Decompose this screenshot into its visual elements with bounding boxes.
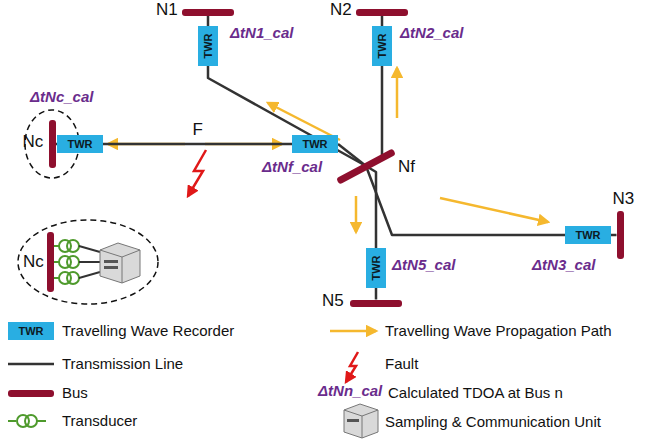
tdoa-label: ΔtN1_cal bbox=[230, 24, 293, 41]
legend-text: Transmission Line bbox=[62, 355, 183, 372]
legend-text: Bus bbox=[62, 384, 88, 401]
bus-name: N1 bbox=[156, 0, 178, 20]
bus-name: Nc bbox=[23, 252, 44, 272]
travelling-wave-recorder: TWR bbox=[198, 26, 218, 66]
tdoa-label: ΔtNn_cal bbox=[318, 382, 382, 399]
bus-bar bbox=[336, 148, 396, 184]
sampling-unit-icon bbox=[100, 243, 140, 283]
legend-text: Transducer bbox=[62, 412, 137, 429]
transmission-line bbox=[103, 143, 292, 146]
transmission-line bbox=[208, 66, 366, 166]
travelling-wave-recorder: TWR bbox=[292, 135, 338, 153]
recorder-label: TWR bbox=[302, 138, 327, 150]
bus: N3 bbox=[617, 211, 624, 259]
legend-line-sample bbox=[8, 363, 54, 366]
legend-unit-sample bbox=[344, 404, 378, 438]
bus: N5 bbox=[350, 300, 402, 307]
transmission-line bbox=[375, 288, 378, 300]
travelling-wave-recorder: TWR bbox=[565, 226, 611, 244]
tdoa-label: ΔtNc_cal bbox=[30, 88, 93, 105]
legend-swatch bbox=[8, 390, 54, 397]
bus-name: Nc bbox=[23, 132, 44, 152]
legend-transducer-sample bbox=[8, 415, 46, 427]
transmission-line bbox=[381, 16, 384, 27]
recorder-label: TWR bbox=[202, 33, 214, 58]
transmission-line bbox=[207, 16, 210, 27]
transmission-line bbox=[366, 66, 382, 166]
legend-text: Fault bbox=[385, 355, 418, 372]
tdoa-label: ΔtNf_cal bbox=[262, 158, 322, 175]
recorder-label: TWR bbox=[370, 255, 382, 280]
fault-point-label: F bbox=[193, 120, 203, 140]
travelling-wave-recorder: TWR bbox=[372, 26, 392, 66]
legend-text: Travelling Wave Propagation Path bbox=[385, 322, 612, 339]
recorder-label: TWR bbox=[67, 138, 92, 150]
transmission-line bbox=[338, 144, 366, 166]
propagation-arrows bbox=[108, 68, 548, 232]
tdoa-label: ΔtN2_cal bbox=[400, 24, 463, 41]
transmission-line bbox=[366, 166, 376, 248]
legend-arrow-sample bbox=[330, 330, 376, 333]
tdoa-label: ΔtN3_cal bbox=[532, 256, 595, 273]
legend-twr-text: TWR bbox=[19, 325, 44, 337]
dashed-outline bbox=[18, 220, 158, 304]
legend-text: Travelling Wave Recorder bbox=[62, 322, 234, 339]
bus-name: Nf bbox=[398, 157, 415, 177]
bus-name: N5 bbox=[322, 291, 344, 311]
legend-twr-sample bbox=[8, 322, 54, 340]
transmission-line bbox=[611, 234, 617, 237]
transducer-symbol bbox=[54, 240, 100, 284]
bus-name: N3 bbox=[613, 189, 635, 209]
recorder-label: TWR bbox=[376, 33, 388, 58]
travelling-wave-recorder: TWR bbox=[57, 135, 103, 153]
legend-fault-sample bbox=[346, 352, 358, 382]
recorder-label: TWR bbox=[575, 229, 600, 241]
bus-name: N2 bbox=[330, 0, 352, 20]
travelling-wave-recorder: TWR bbox=[366, 248, 386, 288]
bus: Nc bbox=[49, 120, 56, 168]
tdoa-label: ΔtN5_cal bbox=[392, 256, 455, 273]
bus-bar bbox=[47, 232, 54, 292]
bus: Nf bbox=[334, 149, 398, 183]
bus: N1 bbox=[182, 9, 234, 16]
fault-symbol bbox=[188, 150, 206, 196]
legend-text: Calculated TDOA at Bus n bbox=[388, 384, 563, 401]
legend-text: Sampling & Communication Unit bbox=[385, 413, 601, 430]
transmission-line bbox=[366, 166, 565, 235]
bus: N2 bbox=[356, 9, 408, 16]
